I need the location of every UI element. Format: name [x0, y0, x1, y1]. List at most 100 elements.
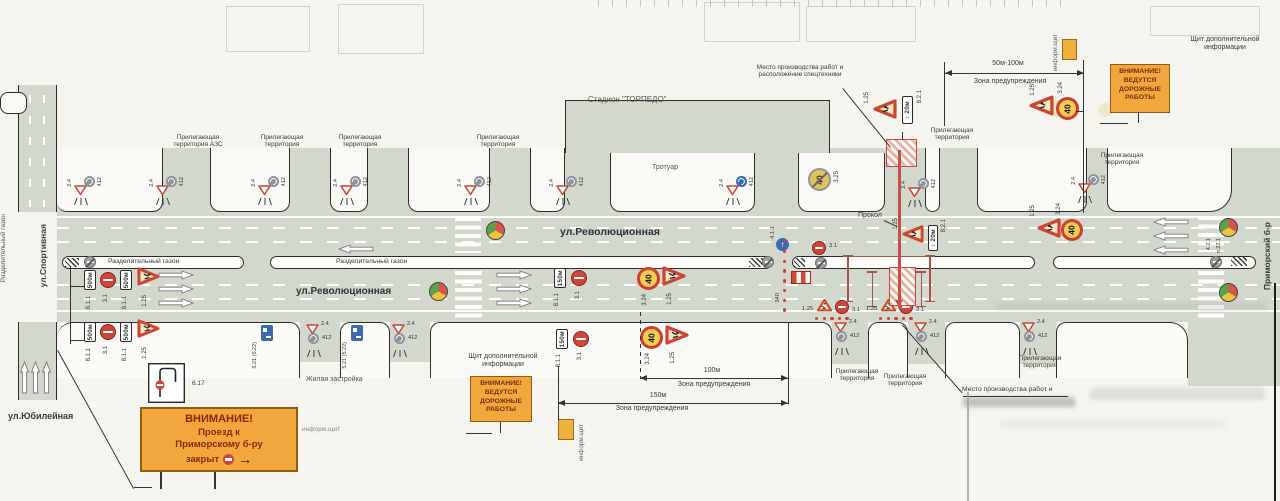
sign-1-25-roadworks: [661, 265, 687, 292]
adjacent-territory-label: Прилегающая территория: [476, 134, 520, 149]
sign-code-label: 5.21 (5.22): [252, 342, 258, 369]
sign-code-label: 8.1.1: [86, 296, 92, 310]
sign-5-21-living-zone: [351, 325, 363, 341]
sign-3-1-no-entry: [573, 331, 589, 347]
sign-code-label: 340: [775, 293, 781, 303]
sign-6-17-detour: [147, 362, 185, 408]
sign-code-label: 3.1: [577, 352, 583, 361]
bore-label: Прокол: [858, 212, 882, 219]
territory-block: [330, 148, 368, 212]
sign-code-label: 1.25: [802, 306, 814, 312]
sign-8-1-1-plate: 500м: [84, 322, 96, 342]
sign-code-label: 3.1: [103, 294, 109, 303]
sign-code-label: 3.25: [834, 171, 840, 183]
scheme-line: [70, 266, 72, 344]
scheme-line: [214, 472, 216, 489]
dim-text: 100м: [703, 367, 721, 374]
scheme-line: [963, 396, 1068, 398]
longitudinal-fence: [843, 255, 853, 302]
crosswalk: [455, 217, 481, 253]
edge-line: [57, 216, 1280, 218]
info-shield-label: информ.щит: [1052, 34, 1059, 71]
median-end-hatch: [794, 258, 805, 267]
sign-1-25-roadworks: [872, 98, 898, 125]
sign-code-label: 8.2.1: [941, 219, 947, 233]
sign-8-2-1-plate: ↕ 20м: [902, 96, 913, 124]
median-capsule-corner: [0, 92, 27, 114]
board-text: Приморскому б-ру: [175, 438, 263, 450]
detour-info-board: ВНИМАНИЕ! Проезд к Приморскому б-ру закр…: [140, 407, 298, 472]
sign-code-label: 8.1.1: [86, 348, 92, 362]
lane-line: [57, 227, 1280, 229]
traffic-light-icon: [1219, 218, 1238, 237]
info-shield-box: [1062, 39, 1077, 60]
scheme-line: [1100, 123, 1128, 125]
no-entry-icon: [223, 454, 235, 465]
scheme-line: [1083, 60, 1085, 213]
median-end-hatch: [1231, 257, 1247, 266]
arrow-icon: →: [238, 450, 253, 467]
sign-3-24-limit: 40: [1061, 219, 1083, 241]
board-text: ВНИМАНИЕ!: [1119, 68, 1161, 75]
scheme-line: [898, 150, 901, 308]
info-shield-box: [558, 419, 574, 440]
barrier-chevron-panel: [791, 271, 811, 284]
lane-line: [43, 95, 45, 207]
street-sportivnaya: ул.Спортивная: [38, 224, 48, 288]
sign-code-label: 3.1: [852, 307, 861, 313]
territory-block: [57, 148, 163, 212]
canceled-sign-icon: [84, 256, 96, 268]
longitudinal-fence: [925, 255, 935, 302]
street-revolutsionnaya: ул.Революционная: [560, 226, 660, 238]
board-text: ВЕДУТСЯ: [1123, 76, 1157, 84]
street-yubileynaya: ул.Юбилейная: [8, 411, 74, 421]
canceled-sign-icon: [1210, 256, 1222, 268]
board-text: Проезд к: [198, 427, 240, 438]
lane-line: [57, 284, 1280, 286]
territory-block: [530, 148, 565, 212]
adjacent-territory-label: Прилегающая территория: [338, 134, 382, 149]
median-label: Разделительный газон: [336, 258, 408, 265]
scan-ghost: [1150, 6, 1260, 36]
edge-line: [57, 310, 1280, 312]
sign-code-label: 3.1: [916, 307, 925, 313]
sign-code-label: 3.1: [103, 346, 109, 355]
lane-arrow-right: [158, 281, 195, 299]
street-primorskiy-lower: [1188, 322, 1280, 386]
lane-line: [57, 298, 1280, 300]
sign-code-label: 1.25: [667, 293, 673, 305]
lane-line: [57, 241, 1280, 243]
sign-code-label: 1.25: [142, 295, 148, 307]
median-end-hatch: [65, 258, 79, 267]
sign-1-25-roadworks: [816, 298, 833, 317]
dim-text: Зона предупреждения: [677, 381, 751, 388]
median-label: Разделительный газон: [108, 258, 180, 265]
sidewalk-label: Тротуар: [652, 164, 679, 171]
sign-code-label: 3.24: [645, 353, 651, 365]
sign-code-label: 3.1: [575, 291, 581, 300]
lane-arrow-right: [496, 281, 533, 299]
lane-arrow-left: [1152, 242, 1189, 260]
sign-code-label: 1.25: [866, 306, 878, 312]
sign-8-1-1-plate: 500м: [120, 270, 132, 290]
sign-code-label: 4.1.1: [770, 226, 776, 239]
cone-row: [815, 317, 849, 321]
dim-text: Зона предупреждения: [615, 405, 689, 412]
traffic-light-icon: [429, 282, 448, 301]
dim-text: Зона предупреждения: [973, 78, 1047, 85]
sign-1-25-roadworks: [136, 266, 161, 292]
sign-code-label: п.22.1: [1216, 238, 1222, 254]
roadworks-info-board: ВНИМАНИЕ! ВЕДУТСЯ ДОРОЖНЫЕ РАБОТЫ: [470, 376, 532, 422]
sign-code-label: 3.24: [1056, 203, 1062, 215]
cone-column: [783, 240, 787, 312]
scan-ghost: [226, 6, 310, 52]
longitudinal-fence: [916, 271, 926, 307]
sign-3-1-no-entry: [571, 270, 587, 286]
lane-arrow-up: [19, 360, 30, 399]
territory-block: [340, 322, 390, 378]
traffic-light-icon: [486, 221, 505, 240]
sidewalk-block: [610, 153, 755, 212]
sign-code-label: 8.1.1: [122, 348, 128, 362]
longitudinal-fence: [867, 271, 877, 307]
scan-ghost: [806, 6, 916, 42]
